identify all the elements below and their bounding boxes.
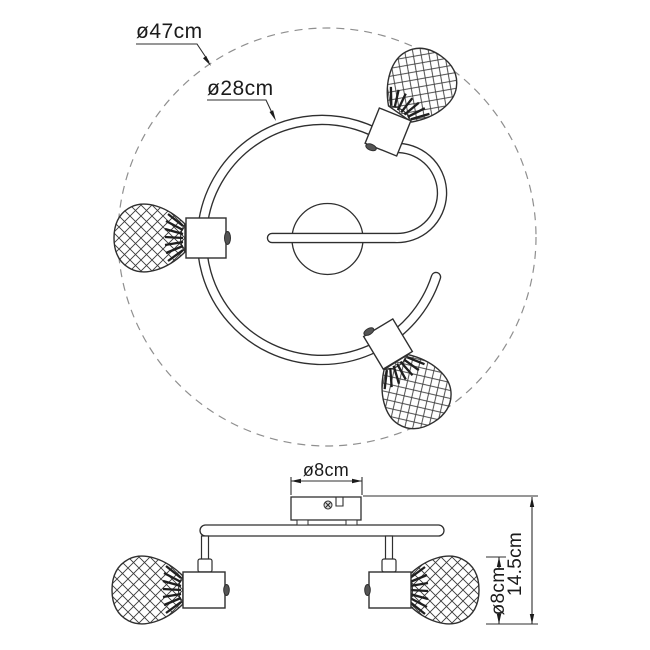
mesh-shade-icon: [110, 555, 185, 625]
canopy-notch: [335, 497, 344, 507]
dim-arrow-icon: [352, 478, 362, 484]
lamp-holder: [182, 571, 226, 609]
screw-cross-icon: [325, 502, 331, 508]
dim-arrow-icon: [496, 557, 502, 567]
extension-lines: [363, 495, 538, 625]
outer-diameter-dashed-circle: [117, 27, 537, 447]
dimension-label: 14.5cm: [505, 532, 526, 596]
dimension-label: ø47cm: [136, 20, 203, 43]
mesh-shade-icon: [112, 203, 187, 273]
side-spotlight-right: [364, 535, 481, 625]
dim-arrow-icon: [496, 614, 502, 624]
dimension-label: ø8cm: [488, 567, 509, 616]
leader-arrowhead-icon: [203, 55, 211, 66]
lamp-holder: [362, 317, 414, 371]
dimension-canopy-width: ø8cm: [290, 460, 363, 495]
side-view: ø8cm ø8cm 14.5cm: [110, 460, 538, 625]
pivot-knob-icon: [363, 327, 375, 336]
mounting-bar: [199, 524, 445, 537]
mounting-ring-arm: [196, 114, 448, 366]
stem: [200, 535, 210, 562]
spotlight-head-top: [364, 35, 470, 157]
spotlight-head-bottom: [362, 317, 464, 442]
dim-arrow-icon: [529, 614, 535, 624]
leader-arrowhead-icon: [269, 110, 276, 121]
stem: [384, 535, 394, 562]
top-view: ø47cm ø28cm: [112, 20, 537, 447]
dimension-overall-height: 14.5cm: [505, 497, 535, 624]
stem-collar: [381, 558, 397, 573]
dim-arrow-icon: [529, 497, 535, 507]
lamp-holder: [185, 217, 227, 259]
dimension-outer-diameter: ø47cm: [136, 20, 211, 66]
lamp-holder: [368, 571, 412, 609]
spotlight-head-left: [112, 203, 231, 273]
dimension-shade-diameter: ø8cm: [488, 557, 509, 624]
dimension-label: ø8cm: [303, 460, 349, 480]
side-spotlight-left: [110, 535, 230, 625]
pivot-knob-icon: [365, 143, 377, 152]
stem-collar: [197, 558, 213, 573]
mesh-shade-icon: [406, 555, 481, 625]
canopy-foot: [296, 519, 309, 526]
pivot-knob-icon: [223, 584, 230, 596]
dimension-ring-diameter: ø28cm: [207, 77, 276, 121]
dimension-label: ø28cm: [207, 77, 274, 100]
pivot-knob-icon: [224, 231, 231, 245]
canopy-foot: [345, 519, 358, 526]
lamp-holder: [364, 107, 412, 157]
pivot-knob-icon: [364, 584, 371, 596]
ceiling-canopy: [290, 496, 362, 526]
dim-arrow-icon: [291, 478, 301, 484]
